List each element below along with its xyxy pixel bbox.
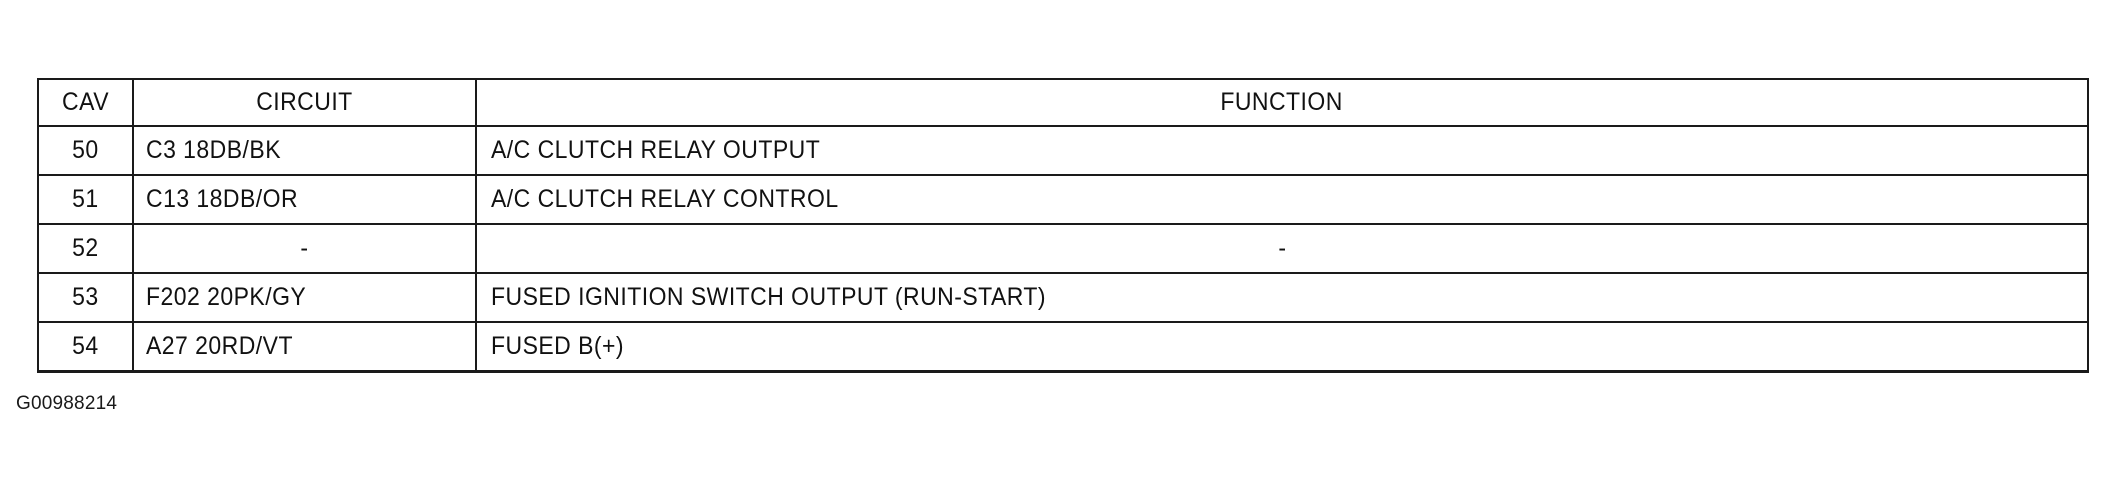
table-header-row: CAV CIRCUIT FUNCTION <box>37 78 2089 127</box>
table-row: 54 A27 20RD/VT FUSED B(+) <box>37 321 2089 373</box>
table-row: 52 - - <box>37 223 2089 274</box>
function-cell: A/C CLUTCH RELAY CONTROL <box>475 174 2089 225</box>
function-cell: FUSED IGNITION SWITCH OUTPUT (RUN-START) <box>475 272 2089 323</box>
cav-cell: 50 <box>37 125 134 176</box>
cav-cell: 54 <box>37 321 134 373</box>
function-cell: FUSED B(+) <box>475 321 2089 373</box>
cav-cell: 53 <box>37 272 134 323</box>
function-cell: A/C CLUTCH RELAY OUTPUT <box>475 125 2089 176</box>
figure-id: G00988214 <box>16 393 118 414</box>
header-circuit: CIRCUIT <box>132 78 477 127</box>
connector-pinout-table: CAV CIRCUIT FUNCTION 50 C3 18DB/BK A/C C… <box>37 78 2089 373</box>
table-row: 51 C13 18DB/OR A/C CLUTCH RELAY CONTROL <box>37 174 2089 225</box>
circuit-cell: A27 20RD/VT <box>132 321 477 373</box>
circuit-cell: - <box>132 223 477 274</box>
header-function: FUNCTION <box>475 78 2089 127</box>
cav-cell: 51 <box>37 174 134 225</box>
header-cav: CAV <box>37 78 134 127</box>
table-row: 50 C3 18DB/BK A/C CLUTCH RELAY OUTPUT <box>37 125 2089 176</box>
circuit-cell: C3 18DB/BK <box>132 125 477 176</box>
cav-cell: 52 <box>37 223 134 274</box>
circuit-cell: F202 20PK/GY <box>132 272 477 323</box>
function-cell: - <box>475 223 2089 274</box>
table-row: 53 F202 20PK/GY FUSED IGNITION SWITCH OU… <box>37 272 2089 323</box>
circuit-cell: C13 18DB/OR <box>132 174 477 225</box>
